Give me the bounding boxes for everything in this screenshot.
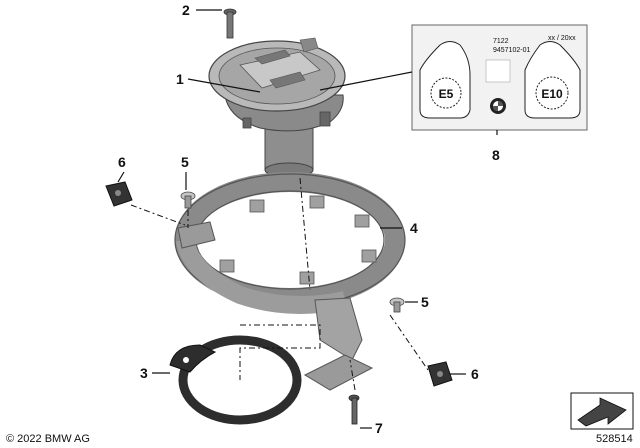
callout-4: 4 (410, 220, 418, 236)
bmw-roundel-icon (490, 98, 506, 114)
copyright-text: © 2022 BMW AG (6, 433, 90, 445)
callout-1: 1 (176, 71, 184, 87)
callout-7: 7 (375, 420, 383, 436)
fuel-grade-e10: E10 (541, 87, 563, 101)
nut-clip-part-6-upper[interactable] (105, 181, 133, 207)
label-code: 7122 (493, 38, 509, 45)
fuel-grade-e5: E5 (439, 87, 454, 101)
fuel-filler-cap[interactable] (208, 37, 346, 178)
nut-clip-part-6-lower[interactable] (427, 361, 453, 387)
callout-8: 8 (492, 147, 500, 163)
callout-5-lower: 5 (421, 294, 429, 310)
screw-part-2[interactable] (223, 8, 237, 39)
label-sticker-panel[interactable]: E5 E10 7122 9457102-01 xx / 20xx (411, 24, 588, 131)
screw-part-7[interactable] (348, 394, 360, 425)
label-date-field: xx / 20xx (548, 35, 576, 42)
label-part-number: 9457102-01 (493, 47, 530, 54)
callout-6-lower: 6 (471, 366, 479, 382)
leader-lines (117, 9, 498, 429)
callout-6-upper: 6 (118, 154, 126, 170)
callout-5-upper: 5 (181, 154, 189, 170)
diagram-number: 528514 (596, 433, 633, 445)
gasket-seal[interactable] (169, 335, 302, 425)
arrow-stamp-icon (570, 392, 634, 430)
screw-part-5-upper[interactable] (180, 191, 196, 209)
screw-part-5-lower[interactable] (389, 297, 405, 313)
mounting-ring[interactable] (174, 172, 406, 391)
assembly-lines (130, 177, 429, 391)
callout-2: 2 (182, 2, 190, 18)
callout-3: 3 (140, 365, 148, 381)
